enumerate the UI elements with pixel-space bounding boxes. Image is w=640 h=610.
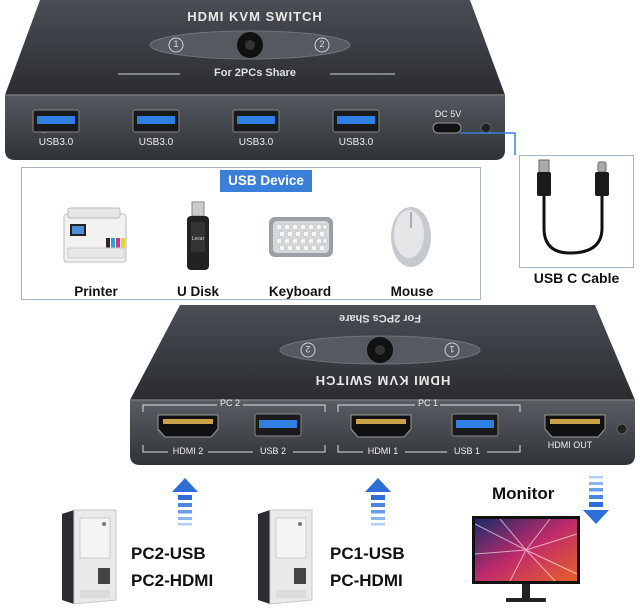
top-button-label-1: 1	[173, 39, 179, 49]
top-device-title: HDMI KVM SWITCH	[187, 9, 323, 24]
pc1-usb-label: PC1-USB	[330, 544, 405, 563]
arrow-up-pc2-icon	[172, 478, 198, 526]
usb-device-title: USB Device	[220, 170, 312, 192]
group-label-pc1: PC 1	[417, 398, 438, 408]
top-kvm-switch	[0, 0, 510, 170]
bottom-share-text: For 2PCs Share	[339, 312, 421, 324]
bottom-device-title: HDMI KVM SWITCH	[314, 373, 451, 388]
usb-device-box	[21, 167, 481, 300]
usb-disk-icon: Lexar	[187, 201, 209, 270]
usb-c-cable-label: USB C Cable	[533, 270, 620, 286]
port-label-hdmi-out: HDMI OUT	[547, 440, 593, 450]
bottom-button-label-1: 1	[449, 344, 455, 354]
top-switch-button[interactable]	[237, 32, 263, 58]
svg-text:Lexar: Lexar	[192, 236, 205, 242]
bottom-switch-button[interactable]	[367, 337, 393, 363]
usb-port-label-2: USB3.0	[138, 137, 174, 148]
monitor-label: Monitor	[492, 484, 555, 503]
monitor-icon	[472, 516, 580, 602]
device-label-printer: Printer	[74, 284, 118, 299]
arrow-up-pc1-icon	[365, 478, 391, 526]
device-label-mouse: Mouse	[390, 284, 434, 299]
bottom-button-label-2: 2	[305, 344, 311, 354]
pc1-tower-icon	[258, 509, 313, 605]
group-label-pc2: PC 2	[219, 398, 240, 408]
port-label-hdmi-2: HDMI 2	[172, 446, 204, 456]
printer-icon	[63, 207, 127, 263]
pc1-label: PC1-USB PC-HDMI	[330, 540, 405, 594]
arrow-down-monitor-icon	[583, 476, 609, 524]
pc2-tower-icon	[62, 509, 117, 605]
pc1-hdmi-label: PC-HDMI	[330, 571, 403, 590]
dc-port-label: DC 5V	[434, 109, 462, 119]
usb-port-label-1: USB3.0	[38, 137, 74, 148]
device-label-u-disk: U Disk	[176, 284, 220, 299]
bottom-kvm-switch	[125, 305, 640, 470]
mouse-icon	[391, 207, 431, 267]
top-button-label-2: 2	[319, 39, 325, 49]
cable-connector-line	[460, 132, 516, 155]
keyboard-icon	[269, 217, 333, 257]
usb-port-label-3: USB3.0	[238, 137, 274, 148]
usb-c-cable-icon	[537, 159, 609, 255]
device-label-keyboard: Keyboard	[268, 284, 332, 299]
port-label-hdmi-1: HDMI 1	[367, 446, 399, 456]
top-share-text: For 2PCs Share	[214, 67, 296, 79]
usb-port-label-4: USB3.0	[338, 137, 374, 148]
pc2-hdmi-label: PC2-HDMI	[131, 571, 214, 590]
port-label-usb-1: USB 1	[453, 446, 480, 456]
pc2-label: PC2-USB PC2-HDMI	[131, 540, 213, 594]
pc2-usb-label: PC2-USB	[131, 544, 206, 563]
port-label-usb-2: USB 2	[259, 446, 286, 456]
